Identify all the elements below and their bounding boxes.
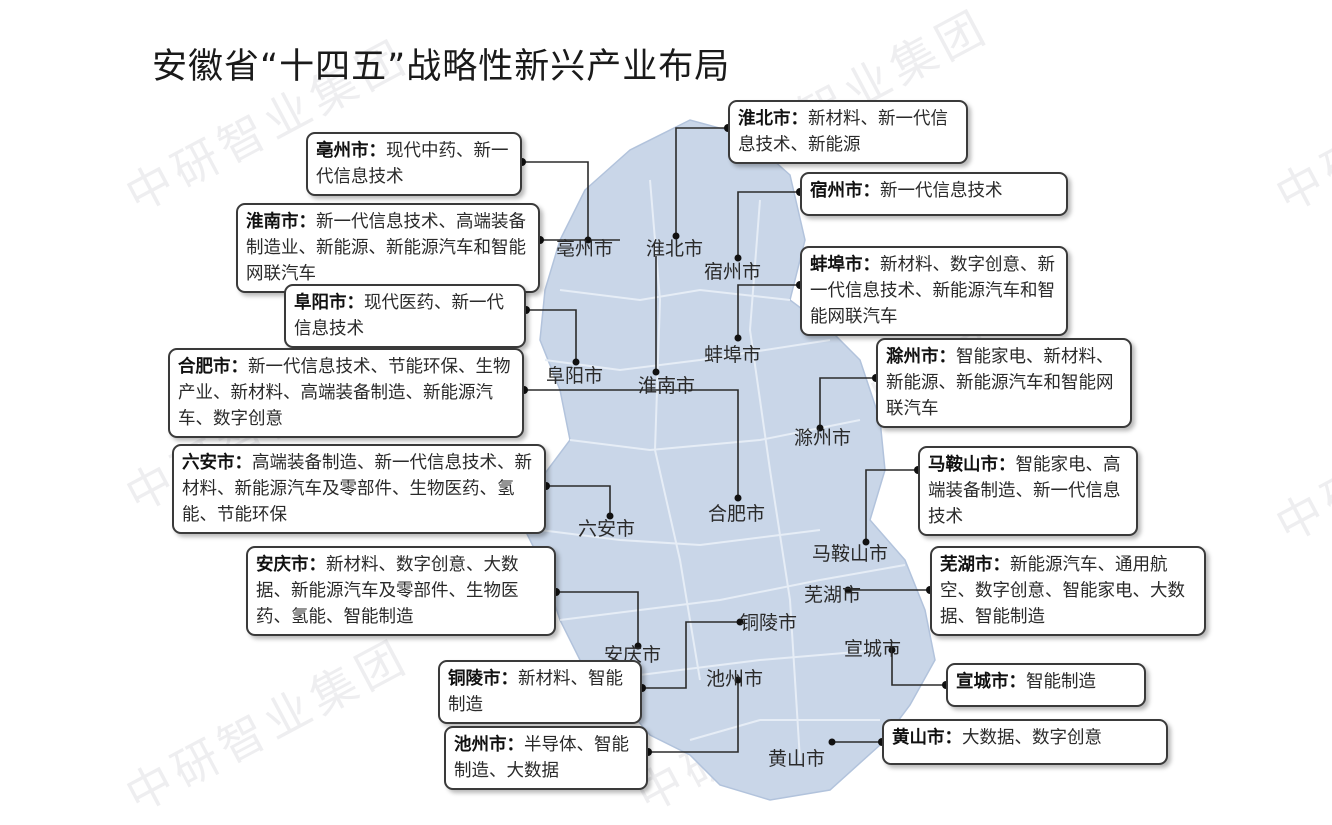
connector-lines [522, 127, 946, 753]
province-map [518, 119, 950, 801]
industry-list: 高端装备制造、新一代信息技术、新材料、新能源汽车及零部件、生物医药、氢能、节能环… [182, 453, 532, 525]
city-label-hefei: 合肥市 [708, 503, 766, 525]
info-box-maanshan: 马鞍山市：智能家电、高端装备制造、新一代信息技术 [918, 446, 1138, 536]
city-label-huainan: 淮南市 [638, 375, 696, 397]
city-name: 淮北市： [738, 109, 808, 129]
city-label-wuhu: 芜湖市 [804, 584, 862, 606]
industry-list: 新一代信息技术、节能环保、生物产业、新材料、高端装备制造、新能源汽车、数字创意 [178, 357, 511, 429]
info-box-chuzhou: 滁州市：智能家电、新材料、新能源、新能源汽车和智能网联汽车 [876, 338, 1132, 428]
industry-list: 现代中药、新一代信息技术 [316, 141, 509, 187]
industry-list: 新材料、新一代信息技术、新能源 [738, 109, 948, 155]
map-canvas: 中研智业集团 中研智业集团 中研智业集团 中研智业集团 中研智业集团 中研智业集… [117, 0, 1332, 823]
city-label-luan: 六安市 [578, 518, 636, 540]
info-box-hefei: 合肥市：新一代信息技术、节能环保、生物产业、新材料、高端装备制造、新能源汽车、数… [168, 348, 524, 438]
city-borders [539, 179, 906, 761]
industry-list: 新材料、数字创意、新一代信息技术、新能源汽车和智能网联汽车 [810, 255, 1055, 327]
city-name: 安庆市： [256, 555, 326, 575]
city-label-chuzhou: 滁州市 [794, 427, 852, 449]
city-label-xuancheng: 宣城市 [844, 638, 902, 660]
city-name: 蚌埠市： [810, 255, 880, 275]
page-title: 安徽省“十四五”战略性新兴产业布局 [152, 47, 731, 87]
industry-list: 新材料、数字创意、大数据、新能源汽车及零部件、生物医药、氢能、智能制造 [256, 555, 519, 627]
city-name: 滁州市： [886, 347, 956, 367]
industry-list: 新一代信息技术 [880, 181, 1003, 201]
city-name: 黄山市： [892, 728, 962, 748]
info-box-bozhou: 亳州市：现代中药、新一代信息技术 [306, 132, 522, 196]
info-box-bengbu: 蚌埠市：新材料、数字创意、新一代信息技术、新能源汽车和智能网联汽车 [800, 246, 1068, 336]
city-name: 宣城市： [956, 672, 1026, 692]
info-box-huangshan: 黄山市：大数据、数字创意 [882, 719, 1168, 765]
industry-list: 智能家电、新材料、新能源、新能源汽车和智能网联汽车 [886, 347, 1114, 419]
info-box-suzhou: 宿州市：新一代信息技术 [800, 172, 1068, 216]
industry-list: 大数据、数字创意 [962, 728, 1102, 748]
city-label-bengbu: 蚌埠市 [704, 344, 762, 366]
info-box-anqing: 安庆市：新材料、数字创意、大数据、新能源汽车及零部件、生物医药、氢能、智能制造 [246, 546, 556, 636]
city-name: 合肥市： [178, 357, 248, 377]
city-label-huaibei: 淮北市 [646, 238, 704, 260]
city-name: 马鞍山市： [928, 455, 1016, 475]
anhui-province-shape [519, 119, 936, 801]
city-label-maanshan: 马鞍山市 [812, 543, 889, 565]
city-name: 六安市： [182, 453, 252, 473]
city-name: 淮南市： [246, 212, 316, 232]
info-box-huaibei: 淮北市：新材料、新一代信息技术、新能源 [728, 100, 968, 164]
industry-list: 新材料、智能制造 [448, 669, 623, 715]
city-name: 铜陵市： [448, 669, 518, 689]
info-box-wuhu: 芜湖市：新能源汽车、通用航空、数字创意、智能家电、大数据、智能制造 [930, 546, 1206, 636]
city-name: 芜湖市： [940, 555, 1010, 575]
info-box-fuyang: 阜阳市：现代医药、新一代信息技术 [284, 284, 526, 348]
industry-list: 智能家电、高端装备制造、新一代信息技术 [928, 455, 1121, 527]
city-label-huangshan: 黄山市 [768, 748, 826, 770]
city-label-chizhou: 池州市 [706, 668, 764, 690]
city-label-suzhou: 宿州市 [704, 261, 762, 283]
industry-list: 半导体、智能制造、大数据 [454, 735, 629, 781]
city-label-fuyang: 阜阳市 [546, 365, 604, 387]
industry-list: 智能制造 [1026, 672, 1096, 692]
city-name: 亳州市： [316, 141, 386, 161]
city-label-tongling: 铜陵市 [740, 612, 798, 634]
info-box-chizhou: 池州市：半导体、智能制造、大数据 [444, 726, 648, 790]
info-box-tongling: 铜陵市：新材料、智能制造 [438, 660, 642, 724]
city-name: 宿州市： [810, 181, 880, 201]
city-label-bozhou: 亳州市 [556, 238, 614, 260]
city-name: 阜阳市： [294, 293, 364, 313]
info-box-huainan: 淮南市：新一代信息技术、高端装备制造业、新能源、新能源汽车和智能网联汽车 [236, 203, 540, 293]
industry-list: 新能源汽车、通用航空、数字创意、智能家电、大数据、智能制造 [940, 555, 1185, 627]
info-box-luan: 六安市：高端装备制造、新一代信息技术、新材料、新能源汽车及零部件、生物医药、氢能… [172, 444, 546, 534]
industry-list: 现代医药、新一代信息技术 [294, 293, 504, 339]
industry-list: 新一代信息技术、高端装备制造业、新能源、新能源汽车和智能网联汽车 [246, 212, 526, 284]
city-name: 池州市： [454, 735, 524, 755]
info-box-xuancheng: 宣城市：智能制造 [946, 663, 1146, 707]
